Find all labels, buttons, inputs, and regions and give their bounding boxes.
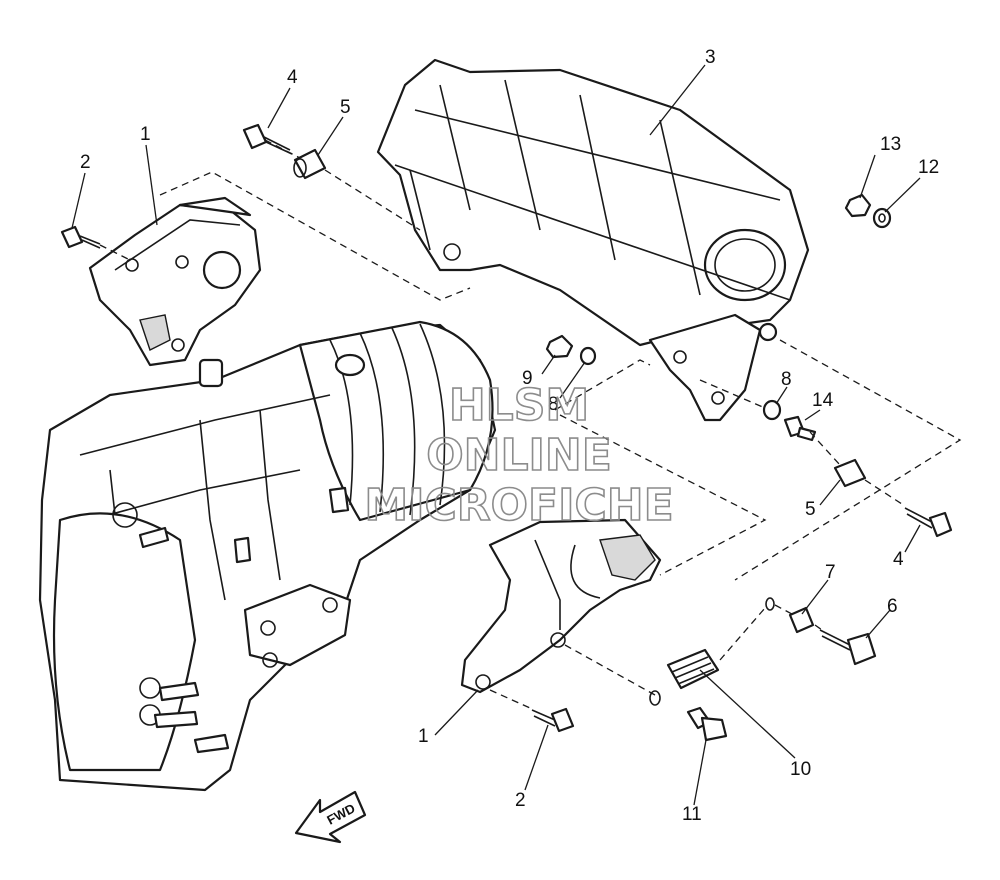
callout-2-upper: 2 — [80, 152, 91, 173]
bolt-4-right — [904, 507, 953, 538]
intake-grate — [376, 58, 810, 422]
assembly-lines — [99, 139, 962, 709]
callout-10: 10 — [790, 759, 811, 780]
jet-pump-housing — [38, 320, 497, 792]
nut-13 — [844, 193, 872, 218]
washer-8-right — [762, 399, 782, 421]
callout-4-right: 4 — [893, 549, 904, 570]
callout-4-upper: 4 — [287, 67, 298, 88]
nut-9 — [545, 334, 574, 359]
callout-12: 12 — [918, 157, 939, 178]
bolt-11 — [686, 706, 728, 742]
callout-5-upper: 5 — [340, 97, 351, 118]
collar-5-upper — [293, 148, 327, 180]
bracket-upper — [88, 196, 262, 367]
watermark-line-1: HLSM — [449, 380, 589, 431]
washer-8-middle — [579, 346, 597, 366]
fwd-arrow: FWD — [294, 790, 367, 844]
callout-5-right: 5 — [805, 499, 816, 520]
spring-10 — [649, 597, 775, 706]
callout-13: 13 — [880, 134, 901, 155]
callout-8-middle: 8 — [548, 394, 559, 415]
callout-1-lower: 1 — [418, 726, 429, 747]
stud-14 — [783, 415, 817, 442]
callout-2-lower: 2 — [515, 790, 526, 811]
collar-5-right — [833, 458, 867, 488]
leader-lines — [71, 64, 921, 806]
watermark: HLSM ONLINE MICROFICHE — [364, 379, 675, 532]
callout-14: 14 — [812, 390, 834, 411]
bolt-2-upper — [60, 225, 101, 249]
callout-6: 6 — [887, 596, 898, 617]
callout-7: 7 — [825, 562, 836, 583]
watermark-line-3: MICROFICHE — [364, 480, 673, 531]
callout-3: 3 — [705, 47, 716, 68]
callout-1-upper: 1 — [140, 124, 151, 145]
bolt-2-lower — [531, 707, 575, 733]
callout-9: 9 — [522, 368, 533, 389]
bolt-6 — [819, 629, 877, 666]
callout-11: 11 — [682, 804, 702, 825]
watermark-line-2: ONLINE — [426, 430, 612, 481]
collar-7 — [788, 606, 815, 634]
bracket-lower — [460, 518, 662, 694]
callout-labels: 1 2 3 4 5 13 12 9 8 8 14 5 4 7 6 10 1 2 … — [80, 47, 939, 825]
callout-8-right: 8 — [781, 369, 792, 390]
washer-12 — [872, 207, 892, 229]
bolt-4-upper — [242, 123, 293, 155]
